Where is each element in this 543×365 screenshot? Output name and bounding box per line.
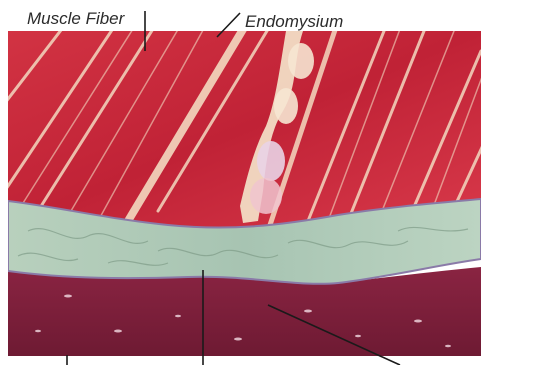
- endomysium-label: Endomysium: [245, 13, 343, 30]
- muscle-fibers-region: [8, 31, 481, 231]
- lower-tissue-region: [8, 267, 481, 356]
- muscle-fiber-label: Muscle Fiber: [27, 10, 124, 27]
- histology-micrograph: [8, 31, 481, 356]
